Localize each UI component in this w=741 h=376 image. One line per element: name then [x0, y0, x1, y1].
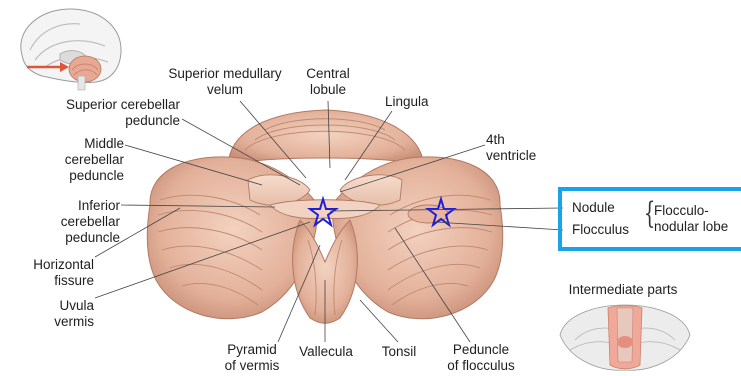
- label-vallecula: Vallecula: [290, 344, 362, 360]
- label-horizontal-fissure: Horizontal fissure: [4, 257, 94, 289]
- label-uvula-vermis: Uvula vermis: [4, 298, 94, 330]
- label-peduncle-of-flocculus: Peduncle of flocculus: [436, 342, 526, 374]
- label-intermediate-parts: Intermediate parts: [548, 282, 698, 298]
- intermediate-parts-inset: [560, 305, 690, 370]
- label-nodule: Nodule: [572, 200, 615, 216]
- label-superior-medullary-velum: Superior medullary velum: [160, 66, 290, 98]
- label-superior-cerebellar-peduncle: Superior cerebellar peduncle: [30, 97, 180, 129]
- label-inferior-cerebellar-peduncle: Inferior cerebellar peduncle: [10, 198, 120, 246]
- label-middle-cerebellar-peduncle: Middle cerebellar peduncle: [30, 136, 124, 184]
- label-fourth-ventricle: 4th ventricle: [486, 132, 536, 164]
- label-flocculus: Flocculus: [572, 222, 629, 238]
- label-flocculonodular-lobe: Flocculo- nodular lobe: [654, 203, 728, 235]
- label-lingula: Lingula: [385, 94, 429, 110]
- label-tonsil: Tonsil: [374, 344, 424, 360]
- label-central-lobule: Central lobule: [296, 66, 360, 98]
- brain-thumbnail: [21, 9, 121, 90]
- label-pyramid-of-vermis: Pyramid of vermis: [214, 342, 290, 374]
